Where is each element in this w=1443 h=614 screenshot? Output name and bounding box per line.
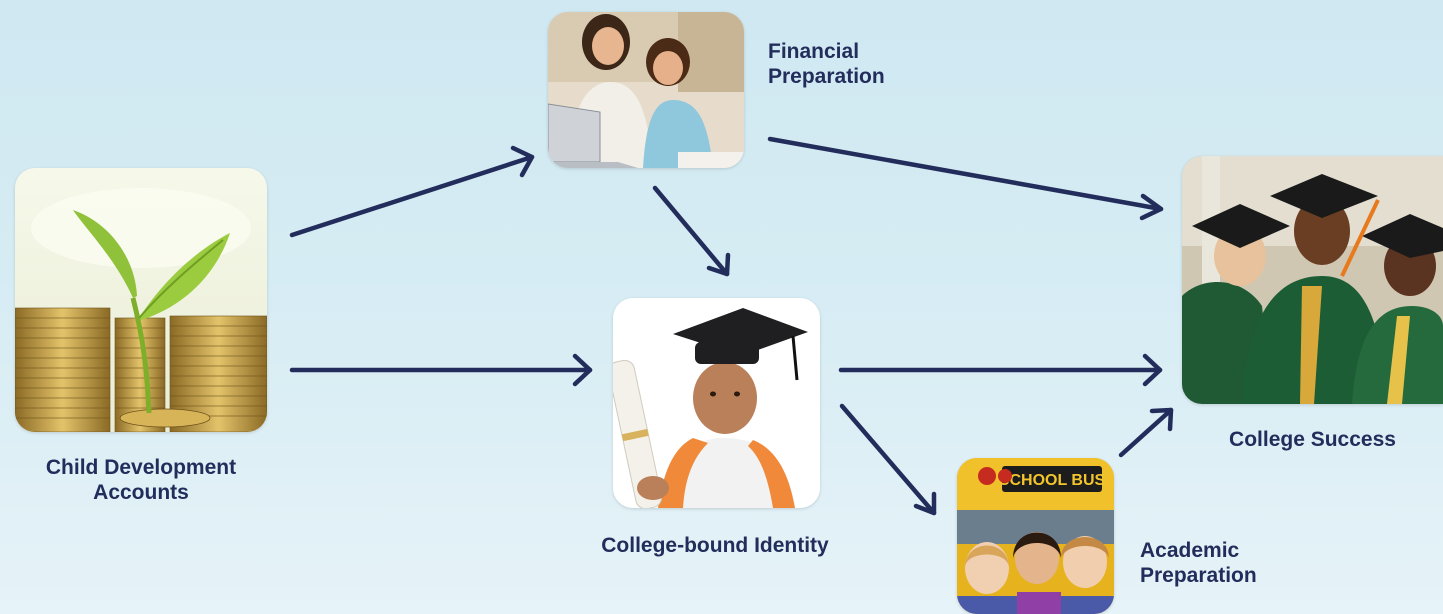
node-label-college-success: College Success	[1229, 428, 1396, 451]
child-graduate-image	[613, 298, 820, 508]
edge-cda-to-financial	[289, 145, 535, 238]
edge-financial-to-success	[767, 136, 1164, 221]
edge-identity-to-success	[838, 353, 1163, 387]
school-bus-children-image: SCHOOL BUS	[957, 458, 1114, 614]
node-label-college-bound-identity: College-bound Identity	[601, 534, 829, 557]
edge-academic-to-success	[1118, 407, 1174, 458]
graduates-image	[1182, 156, 1443, 404]
edge-identity-to-academic	[839, 403, 937, 516]
parent-child-laptop-image	[548, 12, 744, 168]
node-label-academic-preparation: Academic Preparation	[1140, 539, 1257, 587]
node-label-child-development-accounts: Child Development Accounts	[45, 456, 237, 504]
bus-sign-text: SCHOOL BUS	[999, 472, 1106, 489]
seedling-coins-image	[15, 168, 267, 432]
edge-financial-to-identity	[652, 185, 731, 277]
node-label-financial-preparation: Financial Preparation	[768, 40, 885, 88]
edge-cda-to-identity	[289, 353, 593, 387]
